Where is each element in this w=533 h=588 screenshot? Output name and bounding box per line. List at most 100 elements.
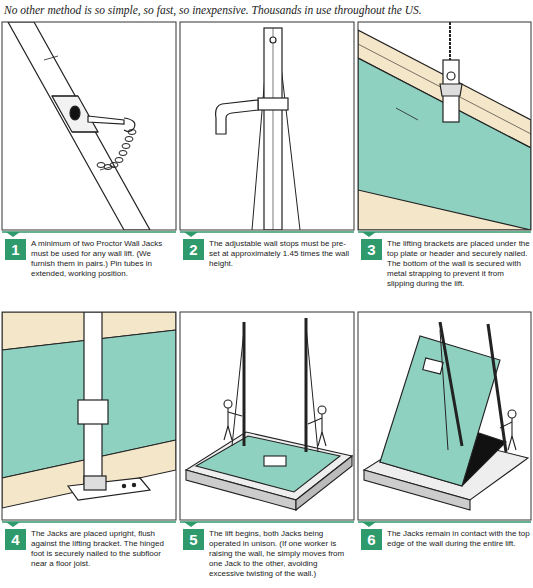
step-number-box: 5 (183, 529, 204, 550)
pin-tube-drawing (72, 131, 98, 132)
lift-begins-drawing (322, 432, 326, 446)
pin-tube-drawing (52, 96, 98, 132)
lift-begins-drawing (186, 318, 352, 510)
step-number: 4 (11, 531, 19, 548)
pin-tube-drawing (8, 22, 150, 230)
step-number-box: 4 (5, 529, 26, 550)
step-number-box: 3 (361, 239, 382, 260)
step-caption: The Jacks remain in contact with the top… (387, 529, 531, 549)
lift-begins-drawing (306, 326, 318, 452)
lift-begins-drawing (318, 432, 322, 446)
pin-tube-drawing (125, 137, 133, 142)
wall-raised-drawing (511, 418, 512, 436)
lifting-bracket-drawing (440, 84, 462, 96)
wall-stop-drawing (270, 37, 276, 43)
pin-tube-drawing (128, 130, 136, 135)
panel-frame (180, 312, 354, 520)
pin-tube-drawing (115, 158, 123, 163)
caption-rule (362, 522, 376, 527)
lift-begins-drawing (228, 426, 232, 440)
caption-rule (362, 232, 376, 237)
wall-stop-drawing (273, 28, 274, 230)
caption-rule (2, 521, 176, 523)
lift-begins-drawing (318, 406, 326, 414)
wall-raised-drawing (423, 358, 443, 374)
pin-tube-drawing (8, 22, 150, 230)
lift-begins-drawing (224, 400, 232, 408)
hinged-foot-drawing (78, 400, 108, 424)
step-number: 6 (367, 531, 375, 548)
panel-frame (2, 22, 531, 520)
caption-rule (358, 231, 531, 233)
pin-tube-drawing (52, 95, 78, 96)
lift-begins-drawing (186, 432, 352, 500)
pin-tube-drawing (88, 116, 124, 124)
step-caption: The Jacks are placed upright, flush agai… (31, 529, 175, 569)
wall-raised-drawing (440, 330, 448, 450)
wall-raised-drawing (508, 410, 516, 418)
pin-tube-drawing (122, 144, 130, 149)
wall-raised-drawing (508, 436, 512, 450)
step-number: 2 (189, 241, 197, 258)
step-number: 1 (11, 241, 19, 258)
step-number: 5 (189, 531, 197, 548)
step-number-box: 1 (5, 239, 26, 260)
wall-stop-drawing (216, 28, 300, 230)
wall-raised-drawing (500, 410, 516, 450)
lift-begins-drawing (308, 418, 322, 424)
lifting-bracket-drawing (449, 22, 451, 62)
panel-frame (358, 312, 531, 520)
caption-rule (6, 232, 20, 237)
caption-rule (6, 522, 20, 527)
caption-rule (180, 521, 354, 523)
caption-rule (180, 231, 354, 233)
lift-begins-drawing (224, 426, 228, 440)
lifting-bracket-drawing (358, 22, 531, 230)
hinged-foot-drawing (68, 478, 150, 500)
wall-stop-drawing (216, 100, 258, 134)
pin-tube-drawing (97, 130, 136, 170)
page-title: No other method is so simple, so fast, s… (4, 3, 529, 17)
wall-stop-drawing (258, 98, 288, 110)
step-number: 3 (367, 241, 375, 258)
lift-begins-drawing (264, 456, 286, 466)
wall-raised-drawing (512, 436, 516, 450)
wall-raised-drawing (500, 422, 512, 428)
hinged-foot-drawing (132, 483, 135, 486)
lift-begins-drawing (224, 400, 326, 446)
caption-rule (2, 232, 531, 527)
lifting-bracket-drawing (447, 72, 455, 80)
pin-tube-drawing (100, 166, 114, 170)
lifting-bracket-drawing (358, 58, 531, 230)
lift-begins-drawing (321, 414, 322, 432)
wall-stop-drawing (264, 28, 282, 230)
step-number-box: 6 (361, 529, 382, 550)
panel-frame (2, 22, 176, 230)
hinged-foot-drawing (2, 312, 176, 508)
pin-tube-drawing (70, 106, 80, 120)
pin-tube-drawing (44, 56, 58, 60)
lift-begins-drawing (228, 412, 242, 416)
hinged-foot-drawing (122, 484, 125, 487)
caption-rule (358, 521, 531, 523)
pin-tube-drawing (97, 163, 105, 168)
step-caption: A minimum of two Proctor Wall Jacks must… (31, 239, 175, 279)
caption-rule (184, 522, 198, 527)
panel-frame (358, 22, 531, 230)
panel-frame (180, 22, 354, 230)
wall-raised-drawing (364, 322, 528, 510)
hinged-foot-drawing (84, 476, 106, 490)
panel-frame (2, 312, 176, 520)
wall-raised-drawing (488, 324, 506, 452)
caption-rule (184, 232, 198, 237)
caption-rule (2, 231, 176, 233)
lift-begins-drawing (227, 408, 228, 426)
step-number-box: 2 (183, 239, 204, 260)
step-caption: The lifting brackets are placed under th… (387, 239, 531, 289)
step-caption: The adjustable wall stops must be pre-se… (209, 239, 353, 269)
lift-begins-drawing (232, 330, 244, 446)
wall-raised-drawing (380, 336, 500, 486)
lifting-bracket-drawing (358, 190, 531, 230)
pin-tube-drawing (119, 151, 127, 156)
